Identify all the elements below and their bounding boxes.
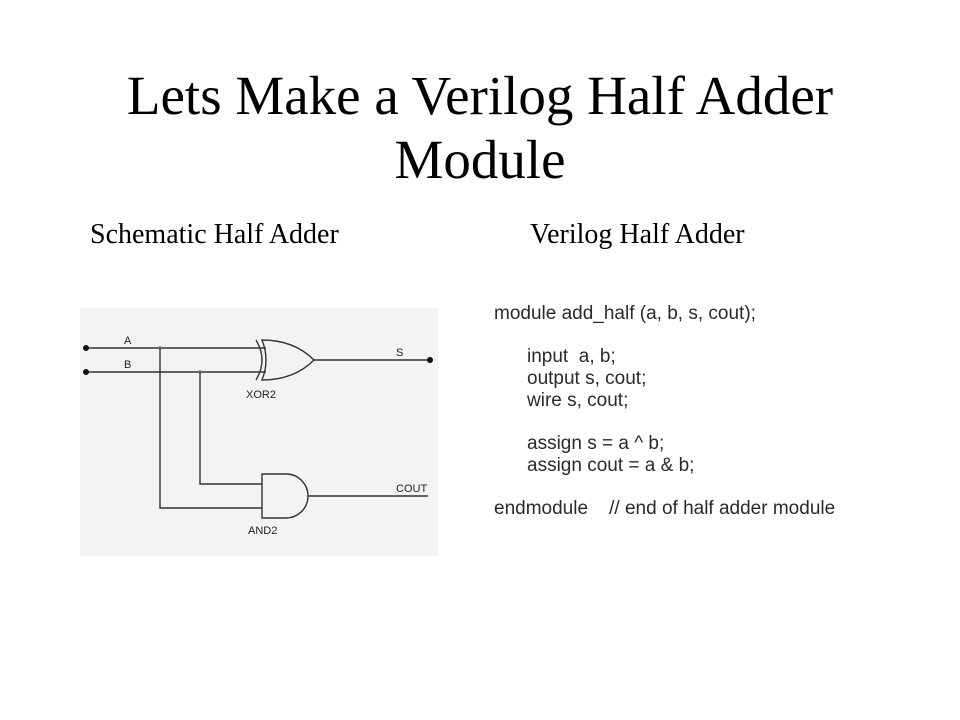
slide-title-line-1: Lets Make a Verilog Half Adder [126, 65, 834, 126]
label-input-a: A [124, 335, 132, 347]
terminal-b [83, 369, 89, 375]
code-line-module: module add_half (a, b, s, cout); [494, 303, 756, 324]
junction-a [158, 346, 162, 350]
label-output-cout: COUT [396, 483, 427, 495]
half-adder-schematic: A B S COUT XOR2 AND2 [80, 308, 438, 556]
xor-gate [255, 339, 315, 381]
schematic-heading: Schematic Half Adder [90, 219, 339, 250]
code-blank-line [494, 325, 835, 347]
code-blank-line [494, 411, 835, 433]
label-output-s: S [396, 347, 403, 359]
code-line-assign-cout: assign cout = a & b; [527, 454, 695, 476]
code-line-assign-s: assign s = a ^ b; [527, 433, 665, 455]
verilog-heading: Verilog Half Adder [530, 219, 745, 250]
junction-b [198, 370, 202, 374]
code-line-input: input a, b; [527, 346, 616, 368]
code-line-endmodule: endmodule // end of half adder module [494, 498, 836, 520]
verilog-code: module add_half (a, b, s, cout); input a… [494, 303, 835, 520]
code-blank-line [494, 477, 835, 499]
code-line-output: output s, cout; [527, 368, 647, 390]
terminal-s [427, 357, 433, 363]
schematic-drawing: A B S COUT XOR2 AND2 [83, 335, 433, 537]
wire-a-branch [159, 348, 262, 509]
label-gate-and: AND2 [248, 525, 277, 537]
label-input-b: B [124, 359, 131, 371]
wire-b-branch [199, 372, 262, 485]
slide-title-line-2: Module [394, 129, 566, 190]
label-gate-xor: XOR2 [246, 389, 276, 401]
and-gate [261, 473, 309, 519]
terminal-a [83, 345, 89, 351]
code-line-wire: wire s, cout; [527, 389, 629, 411]
slide-title: Lets Make a Verilog Half Adder Module [0, 64, 960, 192]
